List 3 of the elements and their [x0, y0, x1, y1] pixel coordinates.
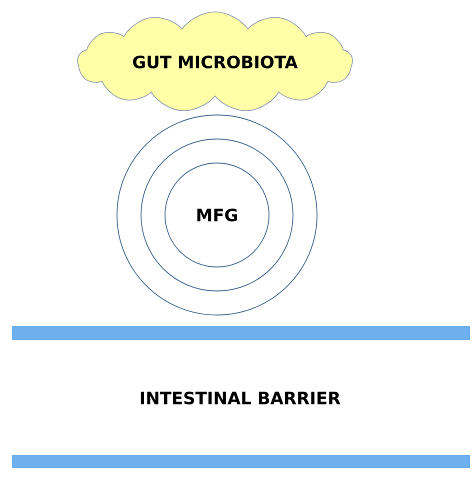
concentric-circles: MFG	[116, 114, 318, 316]
barrier-band: INTESTINAL BARRIER	[12, 326, 470, 468]
node-label: INTESTINAL BARRIER	[140, 392, 340, 404]
